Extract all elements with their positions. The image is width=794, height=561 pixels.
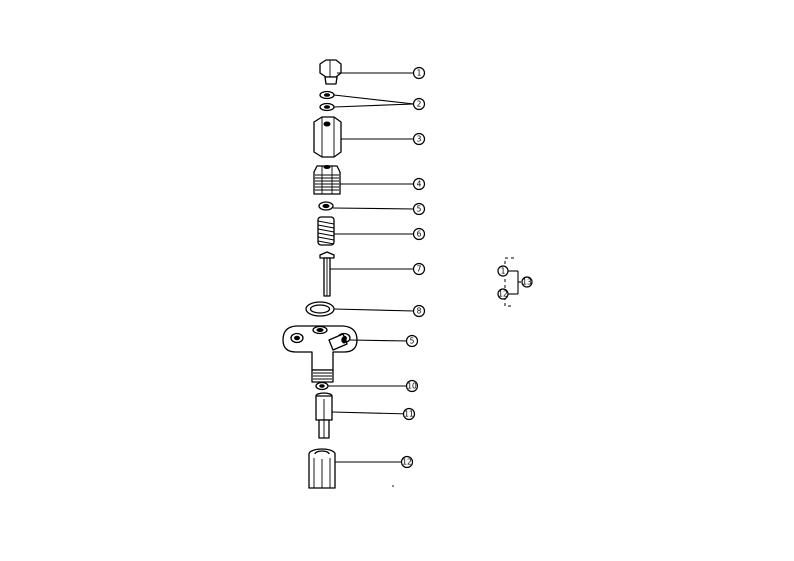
pressure-spring: [317, 216, 335, 246]
callout-12: 12: [400, 455, 414, 469]
svg-text:1: 1: [417, 69, 422, 78]
o-ring: [305, 301, 335, 317]
stray-dot: [392, 485, 394, 487]
svg-text:10: 10: [407, 382, 417, 391]
injection-nozzle: [315, 392, 333, 439]
callout-10: 10: [405, 379, 419, 393]
svg-text:12: 12: [498, 290, 508, 299]
kit-item-callout-12: 12: [497, 288, 509, 300]
callout-6: 6: [412, 227, 426, 241]
push-pin: [319, 251, 335, 297]
svg-text:2: 2: [417, 100, 422, 109]
callout-8: 8: [412, 304, 426, 318]
svg-text:4: 4: [417, 180, 422, 189]
callout-7: 7: [412, 262, 426, 276]
svg-text:11: 11: [404, 410, 414, 419]
injector-holder-body: [282, 325, 358, 383]
callout-1: 1: [412, 66, 426, 80]
leader-lines: [328, 72, 415, 463]
svg-text:12: 12: [402, 458, 412, 467]
repair-kit-group: 1 12 13: [497, 257, 533, 307]
svg-text:13: 13: [522, 278, 532, 287]
kit-item-callout-1: 1: [497, 265, 509, 277]
seal-ring: [318, 201, 334, 211]
cap-nut: [313, 116, 342, 158]
svg-text:8: 8: [417, 307, 422, 316]
threaded-union: [313, 165, 341, 195]
svg-text:5: 5: [417, 205, 422, 214]
callout-11: 11: [402, 407, 416, 421]
small-seal: [315, 381, 329, 391]
callout-3: 3: [412, 132, 426, 146]
callout-9: 5: [405, 334, 419, 348]
svg-text:6: 6: [417, 230, 422, 239]
kit-result-callout-13: 13: [521, 276, 533, 288]
hollow-screw: [319, 59, 342, 85]
sealing-washers: [319, 90, 335, 112]
svg-text:1: 1: [501, 267, 506, 276]
nozzle-retaining-nut: [308, 448, 336, 489]
callout-5: 5: [412, 202, 426, 216]
svg-text:7: 7: [417, 265, 422, 274]
svg-text:3: 3: [417, 135, 422, 144]
svg-text:5: 5: [410, 337, 415, 346]
callout-4: 4: [412, 177, 426, 191]
callout-2: 2: [412, 97, 426, 111]
